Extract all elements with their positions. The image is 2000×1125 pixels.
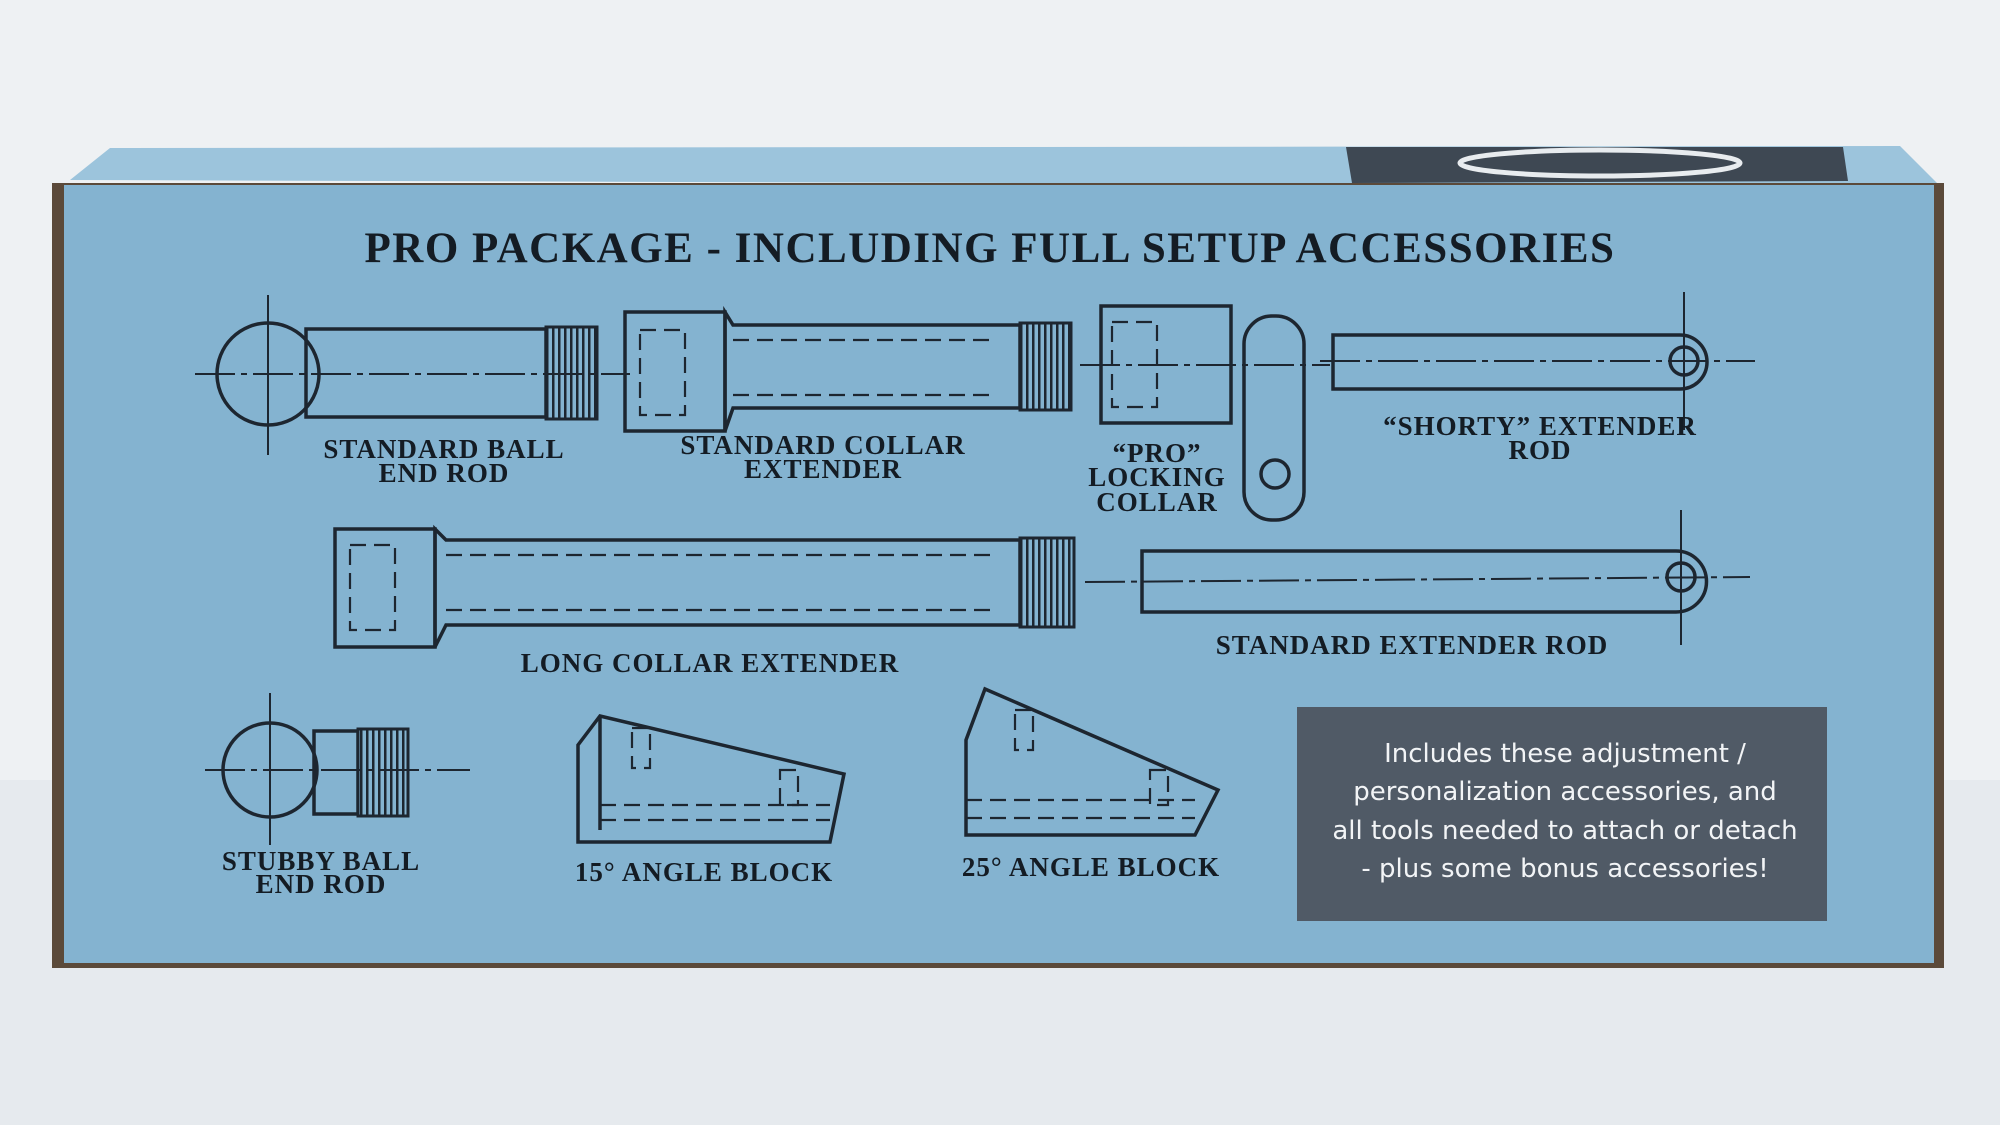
label: COLLAR bbox=[1096, 487, 1218, 517]
label: LOCKING bbox=[1088, 462, 1226, 492]
title: PRO PACKAGE - INCLUDING FULL SETUP ACCES… bbox=[365, 225, 1616, 272]
label: 15° ANGLE BLOCK bbox=[575, 857, 833, 887]
stubby-ball-end-rod-drawing bbox=[205, 693, 470, 845]
label: LONG COLLAR EXTENDER bbox=[521, 648, 900, 678]
logo bbox=[1457, 147, 1743, 179]
long-collar-extender-drawing bbox=[333, 524, 1076, 649]
info-text: all tools needed to attach or detach bbox=[1332, 816, 1797, 846]
standard-ball-end-rod-drawing bbox=[195, 295, 630, 455]
label: END ROD bbox=[256, 869, 387, 899]
label: STANDARD EXTENDER ROD bbox=[1216, 630, 1609, 660]
pro-locking-collar-drawing bbox=[1080, 304, 1330, 522]
label: STANDARD COLLAR bbox=[680, 430, 965, 460]
info-panel bbox=[1297, 707, 1827, 921]
shorty-extender-rod-drawing bbox=[1320, 292, 1755, 430]
label: 25° ANGLE BLOCK bbox=[962, 852, 1220, 882]
info-text: Includes these adjustment / bbox=[1384, 739, 1746, 769]
label: “PRO” bbox=[1113, 438, 1202, 468]
label: “SHORTY” EXTENDER bbox=[1383, 411, 1697, 441]
label: EXTENDER bbox=[744, 454, 902, 484]
angle-block-25-drawing bbox=[964, 686, 1221, 837]
label: END ROD bbox=[379, 458, 510, 488]
label: ROD bbox=[1509, 435, 1572, 465]
label: STUBBY BALL bbox=[222, 846, 420, 876]
standard-collar-extender-drawing bbox=[623, 305, 1073, 433]
info-text: personalization accessories, and bbox=[1353, 777, 1777, 807]
info-text: - plus some bonus accessories! bbox=[1361, 854, 1768, 884]
standard-extender-rod-drawing bbox=[1084, 510, 1751, 645]
label: STANDARD BALL bbox=[323, 434, 564, 464]
angle-block-15-drawing bbox=[576, 714, 847, 844]
